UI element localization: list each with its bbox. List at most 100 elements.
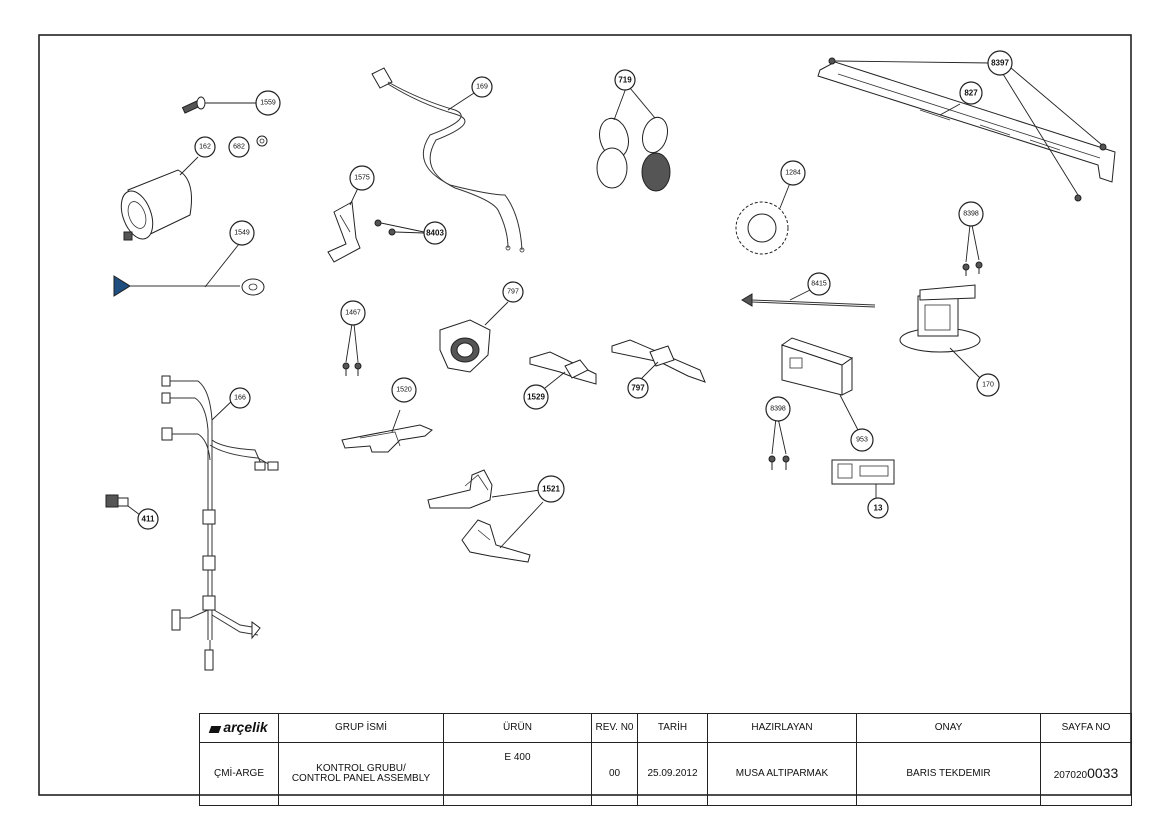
balloon-circle: [502, 281, 524, 303]
part-number-label: 1520: [396, 387, 412, 394]
holders-1521-drawing: [427, 469, 544, 563]
part-number-label: 682: [233, 144, 245, 151]
part-balloon-1559: 1559: [255, 90, 281, 116]
capacitor-162-drawing: [120, 156, 199, 241]
balloon-circle: [537, 475, 565, 503]
balloon-circle: [958, 201, 984, 227]
part-balloon-1521: 1521: [537, 475, 565, 503]
screws-1467-drawing: [342, 323, 362, 376]
part-number-label: 8403: [426, 229, 444, 238]
clip-1529-drawing: [529, 351, 597, 389]
sheet-no-prefix: 207020: [1053, 770, 1088, 782]
header-product: ÜRÜN: [443, 713, 592, 743]
balloon-circle: [614, 69, 636, 91]
part-number-label: 411: [142, 515, 155, 524]
clip-1520-drawing: [341, 409, 433, 453]
connector-411-drawing: [105, 494, 141, 516]
part-number-label: 8415: [811, 281, 827, 288]
approval-value: BARIS TEKDEMIR: [856, 742, 1041, 806]
balloon-circle: [137, 508, 159, 530]
knob-parts-719-drawing: [596, 87, 671, 192]
screws-8397-drawing: [828, 57, 1107, 202]
balloon-circle: [976, 373, 1000, 397]
sheet-no-value: 2070200033: [1040, 742, 1132, 806]
sheet-no-suffix: 0033: [1087, 765, 1119, 782]
prepared-by-value: MUSA ALTIPARMAK: [707, 742, 857, 806]
balloon-circle: [471, 76, 493, 98]
part-number-label: 162: [199, 144, 211, 151]
part-balloon-8398b: 8398: [765, 396, 791, 422]
balloon-circle: [229, 220, 255, 246]
part-number-label: 1549: [234, 230, 250, 237]
balloon-circle: [765, 396, 791, 422]
balloon-circle: [391, 377, 417, 403]
balloon-circle: [627, 377, 649, 399]
part-balloon-8397: 8397: [987, 50, 1013, 76]
part-number-label: 1559: [260, 100, 276, 107]
clip-797-lower-drawing: [611, 339, 706, 383]
part-number-label: 827: [964, 89, 978, 98]
balloon-circle: [867, 497, 889, 519]
group-name-line2: CONTROL PANEL ASSEMBLY: [291, 773, 431, 784]
lock-washer-1284-drawing: [735, 182, 791, 255]
part-balloon-8403: 8403: [423, 221, 447, 245]
group-name-line1: KONTROL GRUBU/: [316, 762, 406, 774]
power-cable-169-drawing: [371, 67, 525, 253]
part-balloon-797b: 797: [627, 377, 649, 399]
header-revision: REV. N0: [591, 713, 638, 743]
balloon-circle: [255, 90, 281, 116]
group-name-value: KONTROL GRUBU/ CONTROL PANEL ASSEMBLY: [278, 742, 444, 806]
screws-8403-drawing: [374, 219, 425, 236]
part-balloon-169: 169: [471, 76, 493, 98]
washer-682-drawing: [256, 135, 268, 147]
part-number-label: 797: [507, 289, 519, 296]
header-sheet-no: SAYFA NO: [1040, 713, 1132, 743]
cable-tie-8415-drawing: [741, 289, 876, 308]
part-number-label: 8397: [991, 59, 1009, 68]
part-balloon-162: 162: [194, 136, 216, 158]
screws-8398-top-drawing: [962, 224, 983, 276]
pressure-switch-170-drawing: [899, 284, 981, 379]
part-balloon-953: 953: [850, 428, 874, 452]
balloon-circle: [523, 384, 549, 410]
box-953-drawing: [780, 337, 859, 431]
wiring-harness-166-drawing: [161, 375, 279, 671]
part-number-label: 1284: [785, 170, 801, 177]
title-block: arçelik GRUP İSMİ ÜRÜN REV. N0 TARİH HAZ…: [199, 713, 1132, 806]
header-approval: ONAY: [856, 713, 1041, 743]
balloon-circle: [349, 165, 375, 191]
balloon-circle: [423, 221, 447, 245]
part-balloon-682: 682: [228, 136, 250, 158]
part-balloon-827: 827: [959, 81, 983, 105]
part-balloon-1284: 1284: [780, 160, 806, 186]
header-group-name: GRUP İSMİ: [278, 713, 444, 743]
revision-value: 00: [591, 742, 638, 806]
header-prepared-by: HAZIRLAYAN: [707, 713, 857, 743]
part-number-label: 953: [856, 437, 868, 444]
bracket-1575-drawing: [327, 187, 361, 263]
balloon-circle: [959, 81, 983, 105]
balloon-circle: [228, 136, 250, 158]
balloon-circle: [850, 428, 874, 452]
balloon-circle: [987, 50, 1013, 76]
balloon-circle: [780, 160, 806, 186]
part-number-label: 797: [631, 384, 645, 393]
holder-797-top-drawing: [439, 301, 509, 373]
part-balloon-13: 13: [867, 497, 889, 519]
part-balloon-170: 170: [976, 373, 1000, 397]
screws-8398-bottom-drawing: [768, 417, 790, 470]
part-balloon-166: 166: [229, 387, 251, 409]
part-number-label: 8398: [770, 406, 786, 413]
part-number-balloons: 1559 162 682 1549 169 1575 8403 719 8397 827 1284 8…: [137, 50, 1013, 530]
balloon-circle: [807, 272, 831, 296]
screw-1559-drawing: [181, 96, 256, 114]
part-number-label: 1529: [527, 393, 545, 402]
door-lock-13-drawing: [831, 459, 895, 500]
part-number-label: 1575: [354, 175, 370, 182]
brand-logo-cell: arçelik: [199, 713, 279, 743]
part-balloon-719: 719: [614, 69, 636, 91]
part-number-label: 719: [618, 76, 632, 85]
part-number-label: 8398: [963, 211, 979, 218]
tag-1549-drawing: [113, 243, 265, 297]
